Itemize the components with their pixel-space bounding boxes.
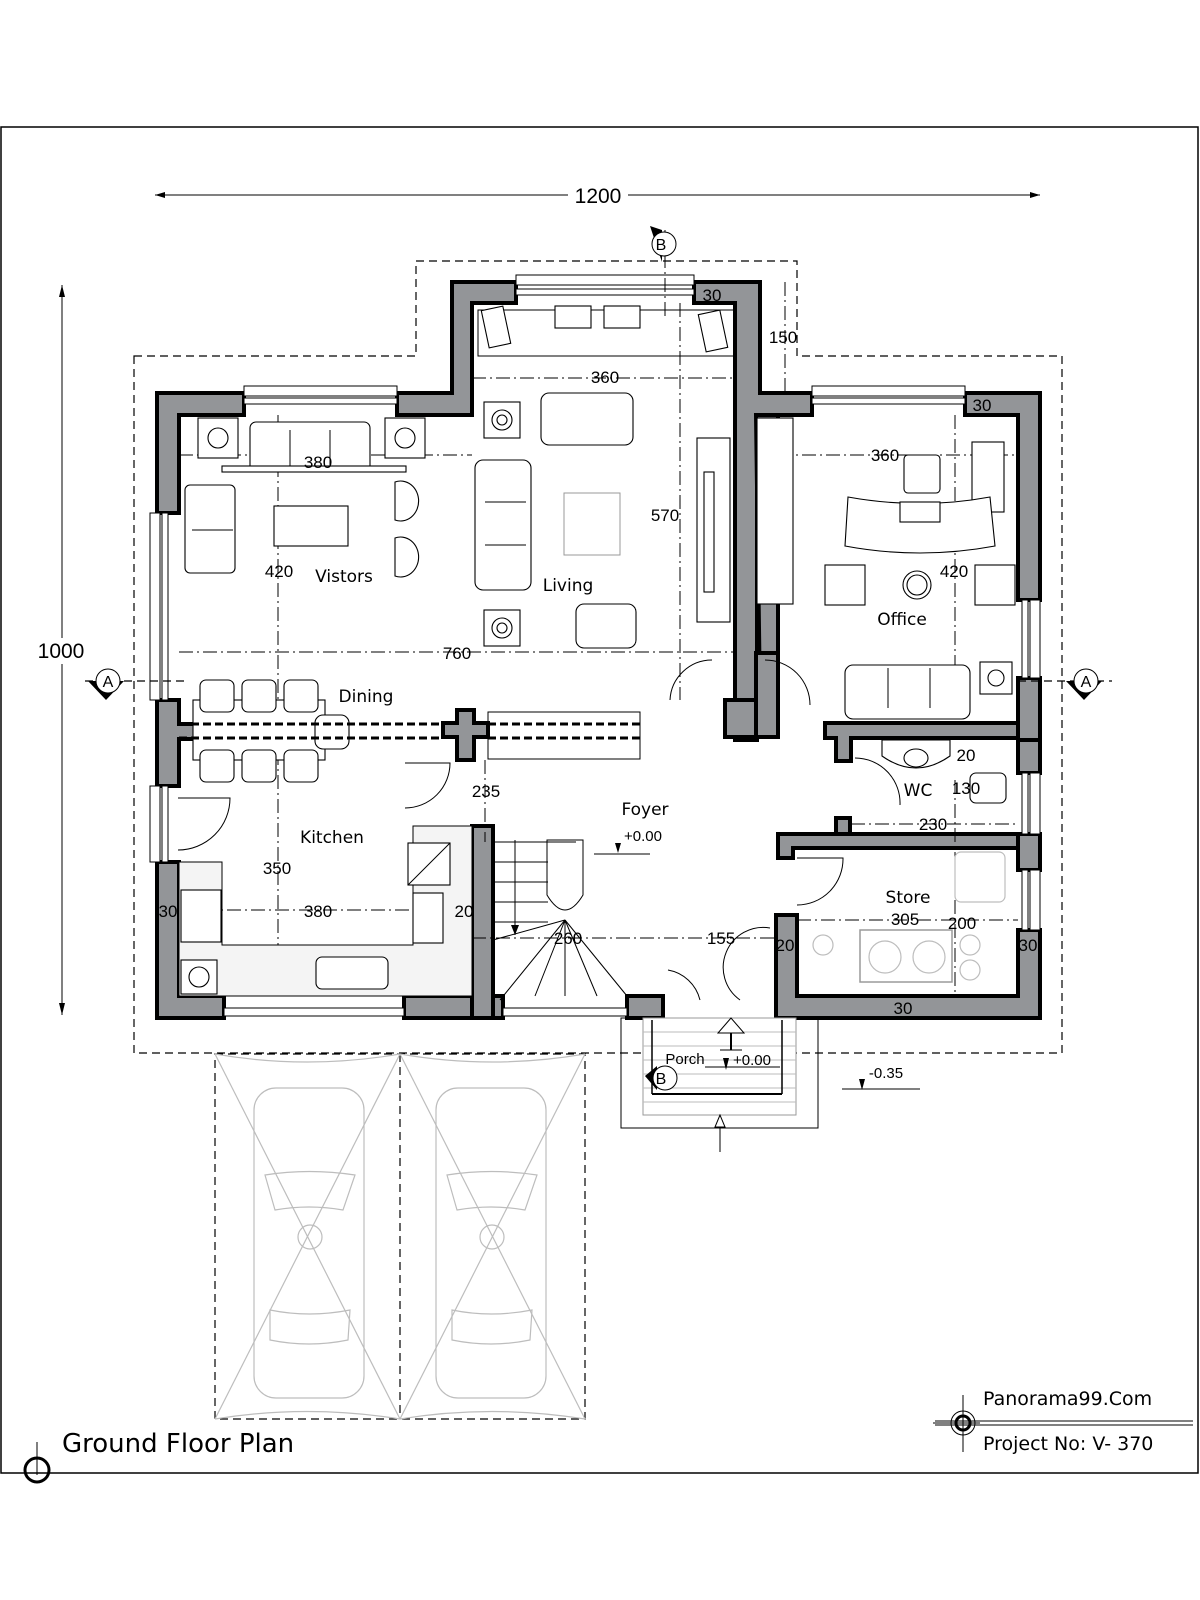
section-marker-b-bottom-icon: [645, 1065, 678, 1091]
windows: [149, 274, 1041, 1017]
porch: [620, 1017, 819, 1152]
exterior-walls: [155, 280, 1042, 1020]
section-b-bottom-label: B: [656, 1071, 667, 1088]
project-number: Project No: V- 370: [983, 1433, 1153, 1455]
level-marker-porch: [705, 1058, 780, 1070]
room-label-dining: Dining: [339, 687, 394, 707]
visitors-width-dim: 380: [304, 453, 332, 472]
room-label-wc: WC: [904, 781, 933, 801]
overall-width-label: 1200: [575, 185, 622, 208]
staircase: [492, 839, 628, 1001]
bay-wall-dim: 30: [703, 286, 722, 305]
overall-height-dimension: [30, 285, 92, 1015]
section-a-right-label: A: [1081, 674, 1092, 691]
section-a-left-label: A: [103, 674, 114, 691]
room-label-foyer: Foyer: [621, 800, 668, 820]
wc-width-dim: 230: [919, 815, 947, 834]
store-equipment: [812, 851, 1006, 983]
office-width-dim: 360: [871, 446, 899, 465]
living-depth-dim: 570: [651, 506, 679, 525]
room-label-porch: Porch: [665, 1051, 704, 1068]
wc-wall-dim: 20: [957, 746, 976, 765]
kitchen-depth-dim: 350: [263, 859, 291, 878]
drawing-title: Ground Floor Plan: [62, 1429, 294, 1459]
kitchen-left-wall-dim: 30: [159, 902, 178, 921]
foyer-right-wall-dim: 20: [776, 936, 795, 955]
kitchen-right-wall-dim: 20: [455, 902, 474, 921]
car-icon-right: [435, 1087, 547, 1399]
section-marker-b-top-icon: [650, 226, 677, 262]
room-label-kitchen: Kitchen: [300, 828, 364, 848]
dining-span-dim: 760: [443, 644, 471, 663]
store-right-wall-dim: 30: [1019, 936, 1038, 955]
living-furniture: [474, 305, 737, 649]
dining-furniture: [179, 679, 641, 783]
roof-outline: [133, 260, 1063, 1054]
store-bottom-wall-dim: 30: [894, 999, 913, 1018]
wc-depth-dim: 130: [952, 779, 980, 798]
credit-site: Panorama99.Com: [983, 1388, 1152, 1410]
overall-width-dimension: [155, 182, 1040, 208]
title-block-target-icon: [933, 1395, 1193, 1452]
room-label-store: Store: [886, 888, 931, 908]
doors: [177, 659, 901, 1001]
office-furniture: [756, 417, 1016, 720]
room-label-office: Office: [877, 610, 927, 630]
visitors-depth-dim: 420: [265, 562, 293, 581]
car-icon-left: [253, 1087, 365, 1399]
office-wall-dim: 30: [973, 396, 992, 415]
north-symbol-icon: [23, 1442, 51, 1484]
level-marker-exterior: [842, 1079, 920, 1090]
exterior-level: -0.35: [869, 1065, 903, 1082]
wc-fixtures: [881, 739, 1007, 804]
porch-level: +0.00: [733, 1052, 771, 1069]
overall-height-label: 1000: [38, 640, 85, 663]
kitchen-counter: [178, 825, 473, 997]
store-depth-dim: 200: [948, 914, 976, 933]
room-label-visitors: Vistors: [315, 567, 373, 587]
living-width-dim: 360: [591, 368, 619, 387]
section-marker-a-left-icon: [85, 668, 185, 700]
drawing-frame: [0, 126, 1199, 1474]
foyer-span-dim: 155: [707, 929, 735, 948]
bay-projection-dim: 150: [769, 328, 797, 347]
foyer-depth-dim: 235: [472, 782, 500, 801]
kitchen-width-dim: 380: [304, 902, 332, 921]
section-b-top-label: B: [656, 237, 667, 254]
stair-width-dim: 260: [554, 929, 582, 948]
section-marker-a-right-icon: [1018, 668, 1112, 700]
room-label-living: Living: [543, 576, 594, 596]
foyer-level: +0.00: [624, 828, 662, 845]
office-depth-dim: 420: [940, 562, 968, 581]
visitors-furniture: [184, 417, 426, 578]
level-marker-foyer: [594, 843, 650, 855]
carport: [214, 1053, 586, 1420]
store-width-dim: 305: [891, 910, 919, 929]
